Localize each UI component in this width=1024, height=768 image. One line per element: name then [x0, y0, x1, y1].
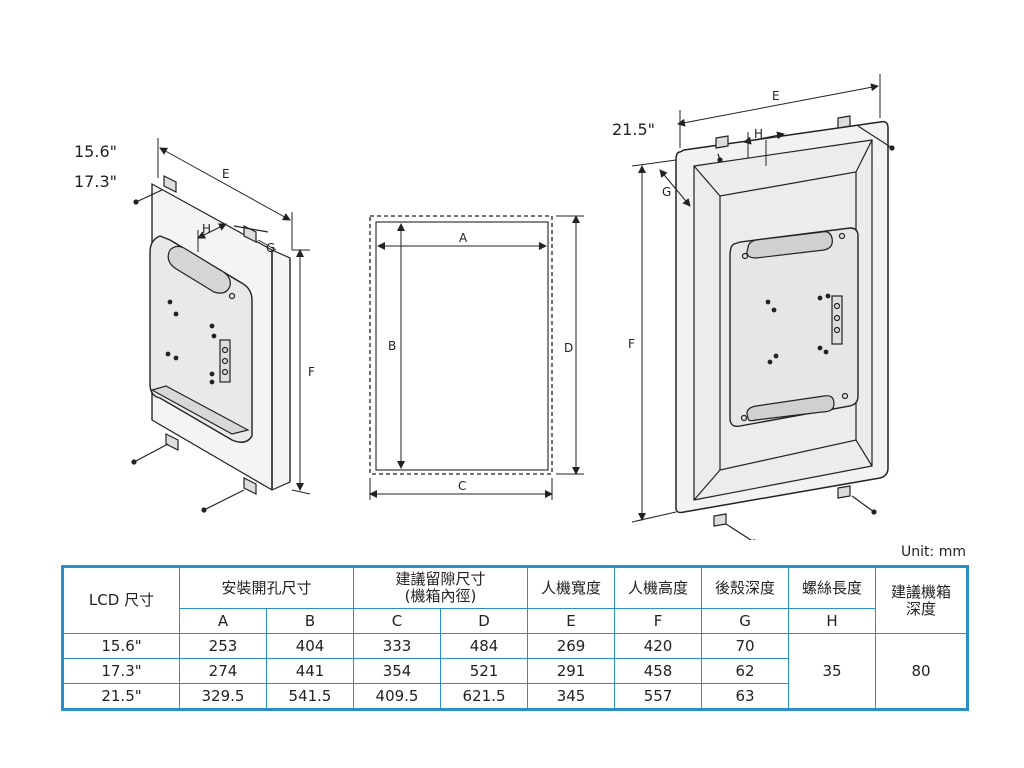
unit-label: Unit: mm [901, 544, 966, 560]
cell-c: 354 [353, 658, 442, 684]
table-row: 15.6" 253 404 333 484 269 420 70 35 80 [62, 633, 969, 710]
dim-letter-a: A [459, 231, 468, 245]
cell-lcd: 15.6" [62, 633, 180, 659]
cell-lcd: 17.3" [62, 658, 180, 684]
subheader-d: D [440, 608, 529, 634]
header-width: 人機寬度 [527, 566, 616, 609]
dim-letter-b: B [388, 339, 396, 353]
size-label-15-6: 15.6" [74, 142, 117, 161]
cell-screw-length: 35 [788, 633, 877, 710]
cell-lcd: 21.5" [62, 683, 180, 710]
table-row: 21.5" 329.5 541.5 409.5 621.5 345 557 63 [62, 683, 968, 710]
right-panel-drawing [675, 115, 895, 540]
header-lcd-size: LCD 尺寸 [62, 566, 180, 634]
cell-b: 404 [265, 633, 355, 659]
size-label-17-3: 17.3" [74, 172, 117, 191]
dim-letter-h-right: H [754, 127, 763, 141]
header-height: 人機高度 [614, 566, 703, 609]
header-recommended-gap: 建議留隙尺寸 (機箱內徑) [353, 566, 529, 609]
dim-letter-f-left: F [308, 365, 315, 379]
subheader-f: F [614, 608, 703, 634]
dim-letter-g-left: G [266, 241, 275, 255]
spec-table: LCD 尺寸 安裝開孔尺寸 建議留隙尺寸 (機箱內徑) 人機寬度 人機高度 後殼… [61, 565, 970, 711]
cell-b: 441 [265, 658, 355, 684]
cell-f: 458 [614, 658, 703, 684]
cell-d: 484 [440, 633, 529, 659]
dim-letter-g-right: G [662, 185, 671, 199]
dim-letter-d: D [564, 341, 573, 355]
table-header-row: LCD 尺寸 安裝開孔尺寸 建議留隙尺寸 (機箱內徑) 人機寬度 人機高度 後殼… [62, 566, 969, 634]
cell-e: 345 [527, 683, 616, 710]
header-box-line1: 建議機箱 [891, 582, 952, 601]
table-row: 17.3" 274 441 354 521 291 458 62 [62, 658, 968, 684]
header-box-depth: 建議機箱 深度 [875, 566, 969, 634]
cell-g: 63 [701, 683, 790, 710]
subheader-a: A [179, 608, 267, 634]
header-box-line2: 深度 [906, 599, 937, 618]
subheader-b: B [265, 608, 355, 634]
cell-b: 541.5 [265, 683, 355, 710]
subheader-h: H [788, 608, 877, 634]
cell-f: 557 [614, 683, 703, 710]
cell-g: 70 [701, 633, 790, 659]
cell-box-depth: 80 [875, 633, 969, 710]
header-mounting-hole: 安裝開孔尺寸 [178, 566, 355, 609]
cell-a: 329.5 [179, 683, 267, 710]
subheader-g: G [701, 608, 790, 634]
subheader-e: E [527, 608, 616, 634]
cell-a: 274 [179, 658, 267, 684]
dimension-drawing: E H G F A B D C [131, 74, 895, 540]
left-panel-drawing [131, 175, 291, 513]
cell-c: 333 [353, 633, 442, 659]
dim-letter-e-right: E [772, 89, 780, 103]
dim-letter-e-left: E [222, 167, 230, 181]
cell-f: 420 [614, 633, 703, 659]
subheader-c: C [353, 608, 442, 634]
header-depth: 後殼深度 [701, 566, 790, 609]
cutout-drawing [369, 215, 584, 500]
cell-e: 269 [527, 633, 616, 659]
cell-d: 621.5 [440, 683, 529, 710]
dim-letter-c: C [458, 479, 466, 493]
cell-a: 253 [179, 633, 267, 659]
cell-g: 62 [701, 658, 790, 684]
cell-d: 521 [440, 658, 529, 684]
cell-c: 409.5 [353, 683, 442, 710]
dim-letter-h-left: H [202, 222, 211, 236]
table-subheader-row: A B C D E F G H [63, 608, 968, 634]
size-label-21-5: 21.5" [612, 120, 655, 139]
header-screw-length: 螺絲長度 [788, 566, 877, 609]
header-gap-line2: (機箱內徑) [404, 587, 477, 605]
header-gap-line1: 建議留隙尺寸 [395, 570, 486, 588]
cell-e: 291 [527, 658, 616, 684]
dim-letter-f-right: F [628, 337, 635, 351]
